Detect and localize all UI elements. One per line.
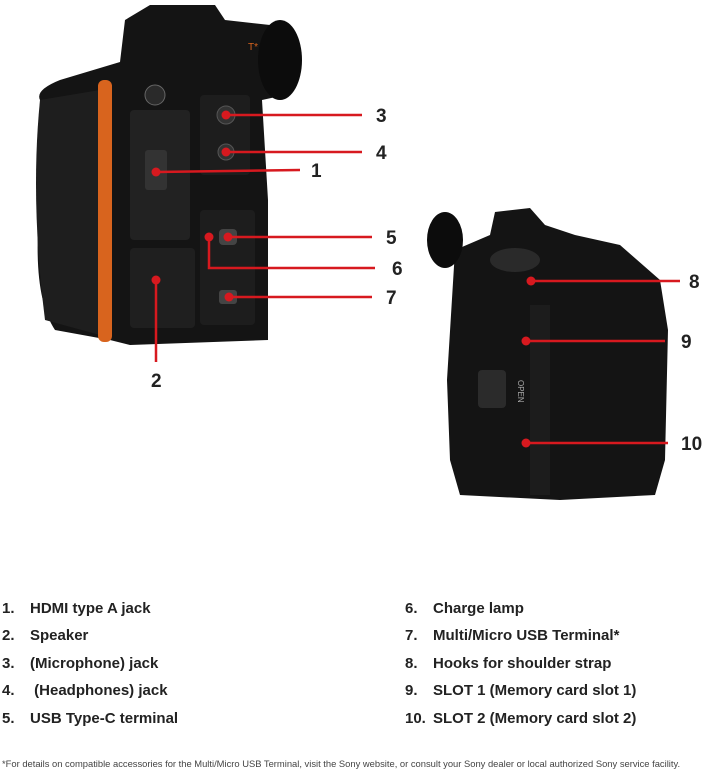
legend-text: SLOT 1 (Memory card slot 1): [433, 682, 637, 700]
legend-text: USB Type-C terminal: [30, 709, 179, 727]
legend-item: 5. USB Type-C terminal: [2, 710, 178, 737]
callout-number-5: 5: [386, 228, 397, 249]
open-label: OPEN: [516, 380, 525, 403]
callout-number-1: 1: [311, 161, 322, 182]
legend-number: 3.: [2, 654, 15, 672]
door-latch: [478, 370, 506, 408]
camera-right-side-view: OPEN: [427, 208, 668, 500]
callout-line-6: [207, 237, 375, 270]
legend-text: Hooks for shoulder strap: [433, 654, 612, 672]
lens-mount-ring: [98, 80, 112, 342]
legend-item: 4. (Headphones) jack: [2, 682, 178, 709]
legend-number: 8.: [405, 654, 418, 672]
legend-number: 1.: [2, 600, 15, 617]
speaker-panel: [130, 248, 195, 328]
legend-item: 6. Charge lamp: [405, 600, 636, 627]
callout-number-3: 3: [376, 106, 387, 127]
legend-text: HDMI type A jack: [30, 600, 151, 617]
legend-item: 7. Multi/Micro USB Terminal*: [405, 627, 636, 654]
control-dial: [490, 248, 540, 272]
eyecup: [427, 212, 463, 268]
legend-number: 2.: [2, 627, 15, 645]
legend-number: 5.: [2, 709, 15, 727]
legend-number: 4.: [2, 682, 15, 700]
callout-number-10: 10: [681, 434, 702, 455]
legend-number: 7.: [405, 627, 418, 645]
legend-item: 2. Speaker: [2, 627, 178, 654]
callout-number-9: 9: [681, 332, 692, 353]
legend-text: Speaker: [30, 627, 89, 645]
callout-number-6: 6: [392, 259, 403, 280]
legend-item: 8. Hooks for shoulder strap: [405, 655, 636, 682]
footnote: *For details on compatible accessories f…: [2, 758, 681, 769]
legend-left: 1. HDMI type A jack 2. Speaker 3. (Micropho…: [2, 600, 178, 737]
callout-number-4: 4: [376, 143, 387, 164]
callout-dots: [151, 110, 536, 448]
legend-item: 1. HDMI type A jack: [2, 600, 178, 627]
lens-badge: T*: [248, 42, 258, 53]
callout-number-2: 2: [151, 371, 162, 392]
callout-line-1: [155, 168, 301, 174]
legend-number: 9.: [405, 682, 418, 700]
card-slot-door: [530, 305, 550, 495]
legend-text: (Headphones) jack: [30, 682, 168, 700]
callout-lines: [154, 113, 680, 445]
legend-text: Charge lamp: [433, 600, 524, 617]
legend-number: 10.: [405, 709, 426, 727]
callout-number-7: 7: [386, 288, 397, 309]
legend-right: 6. Charge lamp 7. Multi/Micro USB Terminal…: [405, 600, 636, 737]
callout-number-8: 8: [689, 272, 700, 293]
camera-diagram: T* OPEN 1 2: [36, 5, 702, 500]
legend-text: SLOT 2 (Memory card slot 2): [433, 709, 637, 727]
eyecup: [258, 20, 302, 100]
legend-number: 6.: [405, 600, 418, 617]
legend-item: 9. SLOT 1 (Memory card slot 1): [405, 682, 636, 709]
legend-text: (Microphone) jack: [30, 654, 159, 672]
legend-item: 3. (Microphone) jack: [2, 655, 178, 682]
legend-item: 10. SLOT 2 (Memory card slot 2): [405, 710, 636, 737]
legend-text: Multi/Micro USB Terminal*: [433, 627, 620, 645]
camera-left-side-view: T*: [36, 5, 302, 345]
